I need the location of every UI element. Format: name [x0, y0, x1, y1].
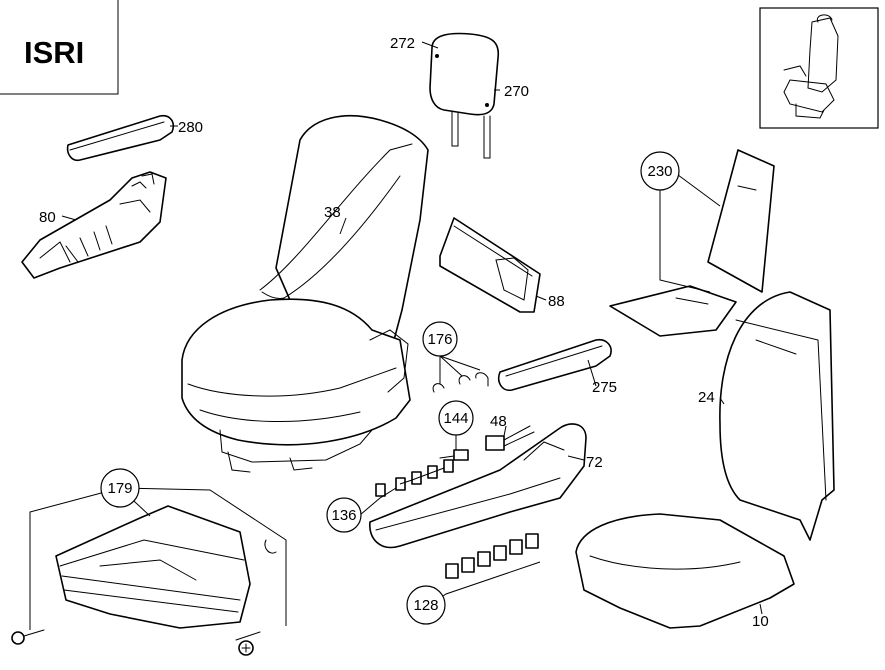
brand-logo-text: ISRI — [24, 35, 84, 70]
part-128-switch-block — [445, 533, 539, 579]
callout-128: 128 — [406, 585, 446, 625]
part-179-base-bellows — [55, 505, 277, 629]
label-275: 275 — [592, 379, 617, 396]
callout-136: 136 — [326, 497, 362, 533]
part-24-backrest — [719, 291, 835, 541]
screw-left-icon — [11, 629, 45, 645]
part-72-side-rail — [369, 423, 587, 549]
label-38: 38 — [324, 204, 341, 221]
label-10: 10 — [752, 613, 769, 630]
label-230: 230 — [647, 163, 672, 180]
part-48-connector — [485, 425, 535, 451]
label-179: 179 — [107, 480, 132, 497]
part-280-armrest-pad — [66, 114, 175, 162]
part-38-seat-assembly — [181, 114, 429, 473]
label-144: 144 — [443, 410, 468, 427]
label-88: 88 — [548, 293, 565, 310]
label-80: 80 — [39, 209, 56, 226]
part-270-headrest — [429, 32, 500, 159]
part-275-armrest-cover — [497, 338, 612, 392]
brand-box: ISRI — [0, 0, 119, 95]
seat-thumbnail — [759, 7, 879, 129]
screw-right-icon — [235, 631, 261, 656]
part-144-valve — [439, 449, 469, 461]
callout-230: 230 — [640, 151, 680, 191]
label-280: 280 — [178, 119, 203, 136]
part-176-clips — [432, 372, 489, 393]
label-24: 24 — [698, 389, 715, 406]
label-272: 272 — [390, 35, 415, 52]
label-128: 128 — [413, 597, 438, 614]
callout-144: 144 — [438, 400, 474, 436]
part-230-cover-sheet — [609, 149, 775, 337]
callout-179: 179 — [100, 468, 140, 508]
label-72: 72 — [586, 454, 603, 471]
label-176: 176 — [427, 331, 452, 348]
part-136-clips — [375, 459, 454, 497]
label-136: 136 — [331, 507, 356, 524]
part-80-armrest-frame — [21, 171, 167, 279]
callout-176: 176 — [422, 321, 458, 357]
part-10-seat-cushion — [575, 513, 795, 629]
label-270: 270 — [504, 83, 529, 100]
label-48: 48 — [490, 413, 507, 430]
part-88-storage-pocket — [439, 217, 541, 313]
